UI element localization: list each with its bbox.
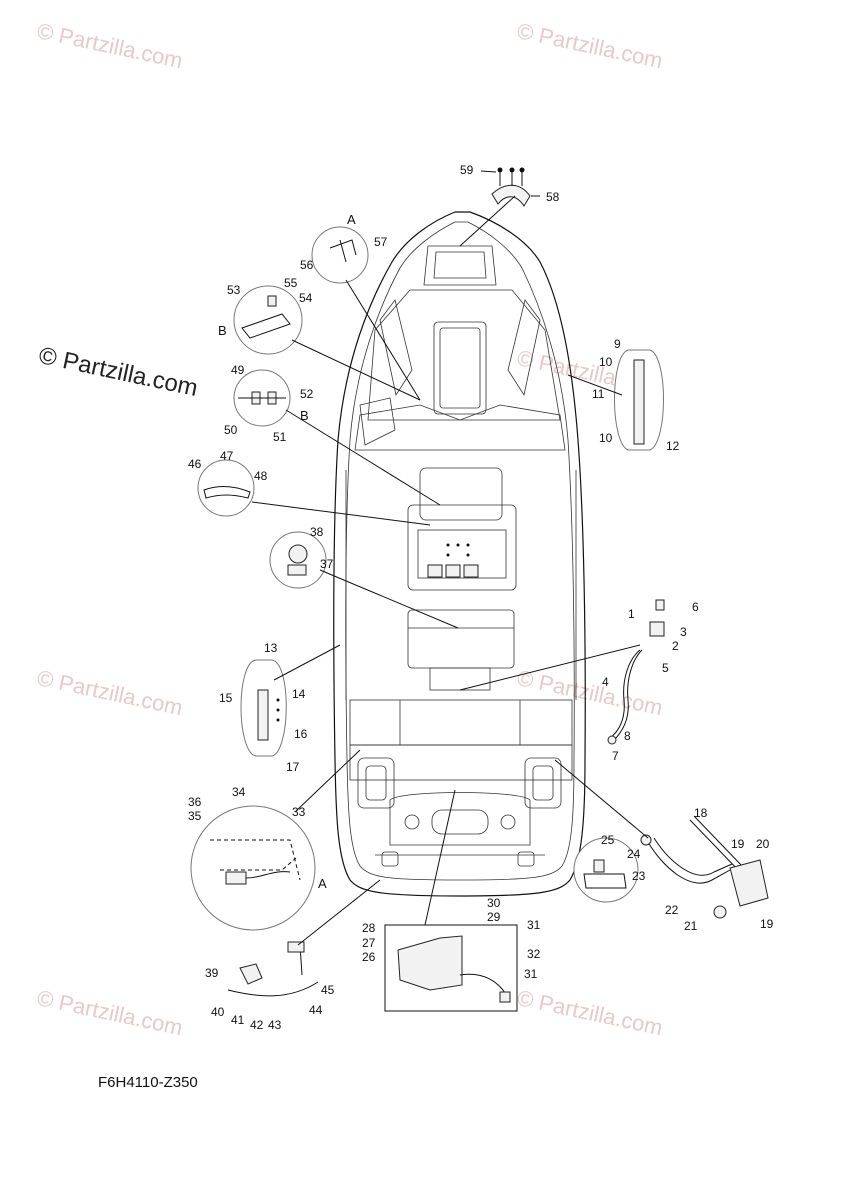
callout-45: 45 xyxy=(321,983,335,997)
ref-letter-a-detail: A xyxy=(318,876,327,891)
callout-18: 18 xyxy=(694,806,708,820)
callout-13: 13 xyxy=(264,641,278,655)
hull-top-view xyxy=(333,211,586,897)
callout-labels: 59 58 A 57 56 55 53 54 B 49 52 B 50 51 4… xyxy=(188,163,774,1032)
leader-lines xyxy=(251,170,649,946)
callout-59: 59 xyxy=(460,163,474,177)
callout-25: 25 xyxy=(601,833,615,847)
callout-56: 56 xyxy=(300,258,314,272)
callout-28: 28 xyxy=(362,921,376,935)
callout-10-top: 10 xyxy=(599,355,613,369)
detail-bubble-46 xyxy=(197,459,255,517)
callout-6: 6 xyxy=(692,600,699,614)
callout-1: 1 xyxy=(628,607,635,621)
callout-31-top: 31 xyxy=(527,918,541,932)
callout-20: 20 xyxy=(756,837,770,851)
callout-42: 42 xyxy=(250,1018,264,1032)
callout-29: 29 xyxy=(487,910,501,924)
callout-34: 34 xyxy=(232,785,246,799)
callout-8: 8 xyxy=(624,729,631,743)
screws-59 xyxy=(497,167,525,186)
ref-letter-b-detail: B xyxy=(300,408,309,423)
handle-part-58 xyxy=(491,184,531,207)
callout-54: 54 xyxy=(299,291,313,305)
callout-7: 7 xyxy=(612,749,619,763)
callout-19-bottom: 19 xyxy=(760,917,774,931)
detail-bubble-37 xyxy=(269,531,327,589)
detail-bubble-53 xyxy=(233,285,303,355)
callout-16: 16 xyxy=(294,727,308,741)
callout-47: 47 xyxy=(220,449,234,463)
callout-9: 9 xyxy=(614,337,621,351)
callout-4: 4 xyxy=(602,675,609,689)
detail-bubble-9 xyxy=(614,349,664,451)
callout-26: 26 xyxy=(362,950,376,964)
callout-19-top: 19 xyxy=(731,837,745,851)
callout-55: 55 xyxy=(284,276,298,290)
callout-17: 17 xyxy=(286,760,300,774)
diagram-code: F6H4110-Z350 xyxy=(98,1074,198,1091)
callout-23: 23 xyxy=(632,869,646,883)
callout-48: 48 xyxy=(254,469,268,483)
callout-57: 57 xyxy=(374,235,388,249)
callout-36: 36 xyxy=(188,795,202,809)
callout-38: 38 xyxy=(310,525,324,539)
detail-bubble-13 xyxy=(240,659,287,757)
detail-bubble-33 xyxy=(190,805,316,931)
callout-40: 40 xyxy=(211,1005,225,1019)
callout-51: 51 xyxy=(273,430,287,444)
callout-21: 21 xyxy=(684,919,698,933)
callout-49: 49 xyxy=(231,363,245,377)
callout-37: 37 xyxy=(320,557,334,571)
ref-letter-b-left: B xyxy=(218,323,227,338)
callout-43: 43 xyxy=(268,1018,282,1032)
callout-2: 2 xyxy=(672,639,679,653)
callout-31-bottom: 31 xyxy=(524,967,538,981)
detail-bubble-25 xyxy=(573,837,639,903)
detail-bubble-57 xyxy=(311,226,369,284)
callout-53: 53 xyxy=(227,283,241,297)
detail-bubble-49 xyxy=(233,369,291,427)
callout-32: 32 xyxy=(527,947,541,961)
callout-30: 30 xyxy=(487,896,501,910)
callout-58: 58 xyxy=(546,190,560,204)
callout-39: 39 xyxy=(205,966,219,980)
callout-50: 50 xyxy=(224,423,238,437)
pipe-assembly-18-22 xyxy=(640,815,769,919)
callout-10-bottom: 10 xyxy=(599,431,613,445)
callout-41: 41 xyxy=(231,1013,245,1027)
callout-46: 46 xyxy=(188,457,202,471)
callout-24: 24 xyxy=(627,847,641,861)
callout-11: 11 xyxy=(592,387,605,401)
detail-box-26-32 xyxy=(384,924,518,1012)
callout-33: 33 xyxy=(292,805,306,819)
hose-assembly-1-8 xyxy=(607,599,665,745)
callout-5: 5 xyxy=(662,661,669,675)
detail-steering-39-45 xyxy=(227,941,319,997)
callout-35: 35 xyxy=(188,809,202,823)
callout-15: 15 xyxy=(219,691,233,705)
callout-14: 14 xyxy=(292,687,306,701)
callout-44: 44 xyxy=(309,1003,323,1017)
callout-27: 27 xyxy=(362,936,376,950)
ref-letter-a-top: A xyxy=(347,212,356,227)
callout-12: 12 xyxy=(666,439,680,453)
callout-52: 52 xyxy=(300,387,314,401)
callout-22: 22 xyxy=(665,903,679,917)
callout-3: 3 xyxy=(680,625,687,639)
